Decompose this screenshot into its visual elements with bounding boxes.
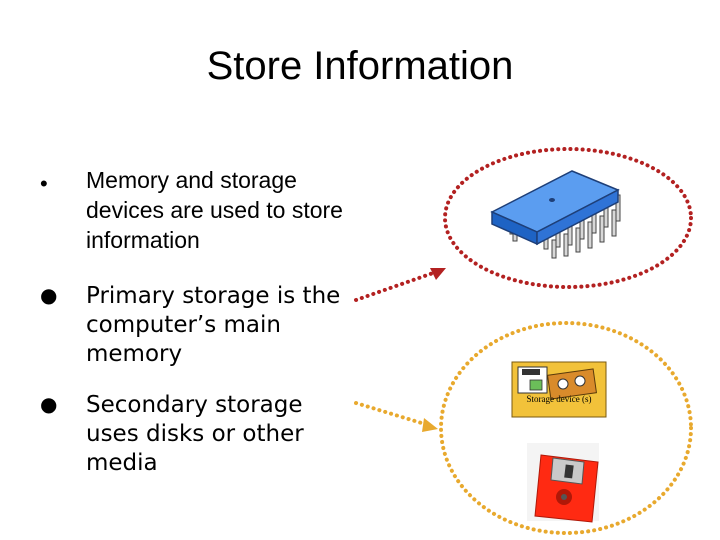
bullet-dot: ● [40, 283, 58, 307]
bullet-memory-storage: • Memory and storage devices are used to… [40, 165, 370, 255]
bullet-text: Primary storage is the computer’s main m… [86, 283, 341, 367]
memory-chip-icon [490, 170, 621, 259]
primary-arrow [354, 268, 446, 302]
storage-device-icon [511, 361, 607, 418]
primary-storage-circle [443, 147, 693, 289]
bullet-dot: ● [40, 392, 58, 416]
secondary-arrow [354, 401, 438, 432]
storage-device-label: Storage device (s) [526, 394, 592, 404]
bullet-dot: • [40, 171, 48, 196]
secondary-storage-circle [439, 321, 693, 535]
bullet-text: Secondary storage uses disks or other me… [86, 392, 304, 476]
bullet-text: Memory and storage devices are used to s… [86, 167, 343, 253]
bullet-primary-storage: ● Primary storage is the computer’s main… [40, 282, 360, 369]
floppy-disk-icon [527, 443, 599, 523]
bullet-secondary-storage: ● Secondary storage uses disks or other … [40, 391, 360, 478]
slide-title: Store Information [206, 44, 514, 88]
